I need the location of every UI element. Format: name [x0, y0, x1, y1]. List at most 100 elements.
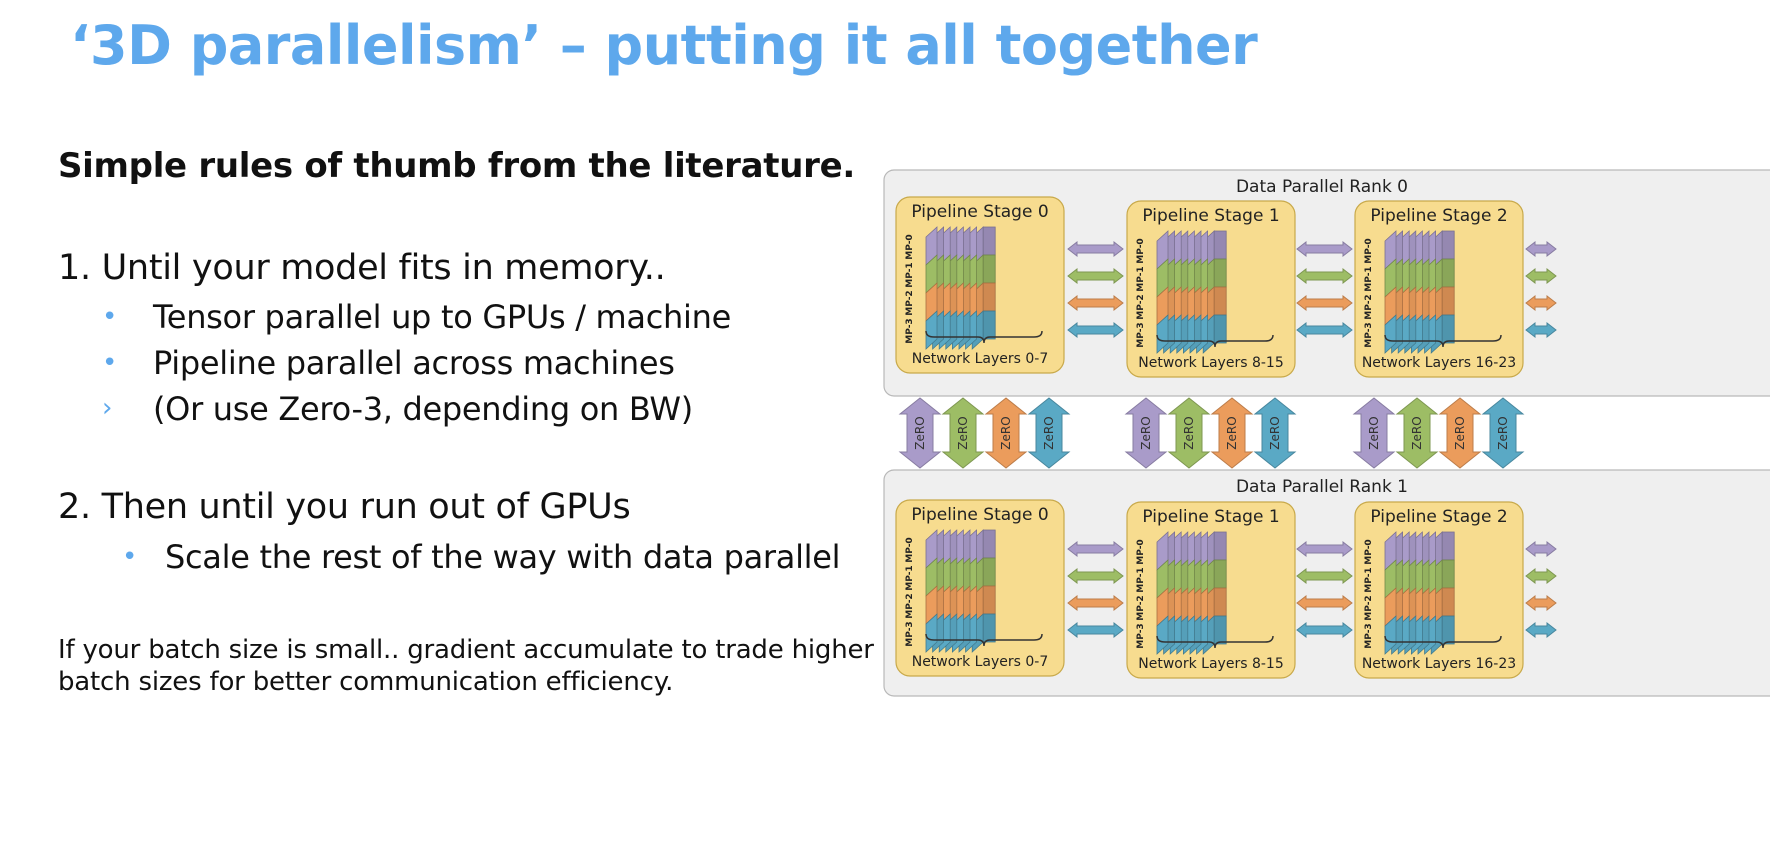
pipeline-arrow [1067, 294, 1124, 312]
layer-slab-side [982, 254, 996, 284]
pipeline-arrow [1296, 294, 1353, 312]
stage-label: Pipeline Stage 2 [1370, 507, 1507, 527]
mp-label: MP-3 [1136, 322, 1146, 347]
mp-label: MP-3 [1136, 623, 1146, 648]
zero-arrow-shape [1395, 397, 1439, 469]
pipeline-stage: Pipeline Stage 1MP-0MP-1MP-2MP-3Network … [1126, 501, 1296, 679]
bullet-marker: • [122, 542, 138, 572]
pipeline-arrow [1296, 540, 1353, 558]
rule-2: 2. Then until you run out of GPUs [58, 487, 631, 527]
layer-slab-side [1441, 615, 1455, 645]
layer-brace [1156, 334, 1274, 348]
stage-label: Pipeline Stage 0 [911, 505, 1048, 525]
zero-arrow-shape [1210, 397, 1254, 469]
zero-arrow: ZeRO [941, 397, 985, 469]
bullet-marker: › [102, 393, 113, 423]
pipeline-arrow [1525, 294, 1557, 312]
rule-2-bullet-data-parallel: Scale the rest of the way with data para… [165, 538, 841, 576]
rule-1: 1. Until your model fits in memory.. [58, 248, 666, 288]
layer-slab-side [1213, 615, 1227, 645]
pipeline-arrow [1525, 540, 1557, 558]
pipeline-arrow [1296, 267, 1353, 285]
layer-slab-side [1213, 531, 1227, 561]
layer-slab-side [982, 226, 996, 256]
stage-layers-label: Network Layers 16-23 [1362, 355, 1516, 371]
slide-title: ‘3D parallelism’ – putting it all togeth… [70, 14, 1258, 77]
mp-label: MP-1 [1364, 567, 1374, 592]
layer-slab [925, 613, 938, 653]
mp-label: MP-3 [1364, 322, 1374, 347]
rule-1-bullet-tensor: Tensor parallel up to GPUs / machine [153, 298, 731, 336]
rank-label: Data Parallel Rank 0 [1236, 177, 1408, 197]
stage-label: Pipeline Stage 0 [911, 202, 1048, 222]
zero-arrow: ZeRO [1352, 397, 1396, 469]
layer-slab-side [1213, 314, 1227, 344]
gradient-accumulation-note: If your batch size is small.. gradient a… [58, 635, 874, 697]
layer-slab-side [1213, 230, 1227, 260]
zero-arrow: ZeRO [1438, 397, 1482, 469]
zero-arrow-shape [1481, 397, 1525, 469]
zero-arrow-shape [1124, 397, 1168, 469]
layer-slab-side [1213, 258, 1227, 288]
mp-label: MP-0 [1364, 539, 1374, 564]
zero-label: ZeRO [913, 416, 927, 449]
data-parallel-rank: Data Parallel Rank 0 [883, 169, 1770, 397]
layer-slab-side [982, 585, 996, 615]
zero-arrow: ZeRO [1124, 397, 1168, 469]
rank-box [883, 469, 1770, 697]
zero-arrow: ZeRO [898, 397, 942, 469]
layer-brace [1384, 635, 1502, 649]
pipeline-arrow [1525, 321, 1557, 339]
mp-label: MP-1 [1136, 266, 1146, 291]
rank-box [883, 169, 1770, 397]
zero-arrow: ZeRO [1395, 397, 1439, 469]
pipeline-arrow [1296, 240, 1353, 258]
zero-label: ZeRO [956, 416, 970, 449]
mp-label: MP-1 [1136, 567, 1146, 592]
rule-1-bullet-pipeline: Pipeline parallel across machines [153, 344, 675, 382]
layer-brace [925, 330, 1043, 344]
layer-brace [925, 633, 1043, 647]
pipeline-arrow [1525, 267, 1557, 285]
layer-slab-side [1441, 286, 1455, 316]
mp-label: MP-0 [905, 234, 915, 259]
mp-label: MP-2 [905, 593, 915, 618]
pipeline-arrow [1067, 321, 1124, 339]
layer-slab-side [1213, 286, 1227, 316]
layer-slab-side [982, 557, 996, 587]
pipeline-arrow [1525, 594, 1557, 612]
mp-label: MP-0 [1136, 238, 1146, 263]
mp-label: MP-2 [1136, 294, 1146, 319]
zero-label: ZeRO [1410, 416, 1424, 449]
pipeline-arrow [1067, 240, 1124, 258]
stage-label: Pipeline Stage 1 [1142, 507, 1279, 527]
data-parallel-rank: Data Parallel Rank 1 [883, 469, 1770, 697]
pipeline-arrow [1067, 567, 1124, 585]
mp-label: MP-2 [1136, 595, 1146, 620]
layer-slab-side [1213, 587, 1227, 617]
pipeline-arrow [1525, 567, 1557, 585]
layer-slab [925, 310, 938, 350]
zero-arrow-shape [1352, 397, 1396, 469]
zero-label: ZeRO [1496, 416, 1510, 449]
pipeline-arrow [1067, 594, 1124, 612]
zero-arrow: ZeRO [1481, 397, 1525, 469]
zero-label: ZeRO [1367, 416, 1381, 449]
pipeline-arrow [1067, 540, 1124, 558]
pipeline-arrow [1067, 267, 1124, 285]
rule-1-bullet-zero: (Or use Zero-3, depending on BW) [153, 390, 693, 428]
layer-slab-side [1441, 258, 1455, 288]
pipeline-stage: Pipeline Stage 1MP-0MP-1MP-2MP-3Network … [1126, 200, 1296, 378]
mp-label: MP-3 [905, 621, 915, 646]
mp-label: MP-1 [1364, 266, 1374, 291]
3d-parallelism-diagram: Data Parallel Rank 0 Pipeline Stage 0 MP-0… [883, 169, 1770, 697]
stage-label: Pipeline Stage 2 [1370, 206, 1507, 226]
mp-label: MP-0 [1364, 238, 1374, 263]
layer-slab [1156, 314, 1169, 354]
layer-slab-side [1441, 314, 1455, 344]
zero-arrow: ZeRO [1167, 397, 1211, 469]
zero-label: ZeRO [1225, 416, 1239, 449]
zero-label: ZeRO [1139, 416, 1153, 449]
mp-label: MP-0 [1136, 539, 1146, 564]
stage-layers-label: Network Layers 16-23 [1362, 656, 1516, 672]
